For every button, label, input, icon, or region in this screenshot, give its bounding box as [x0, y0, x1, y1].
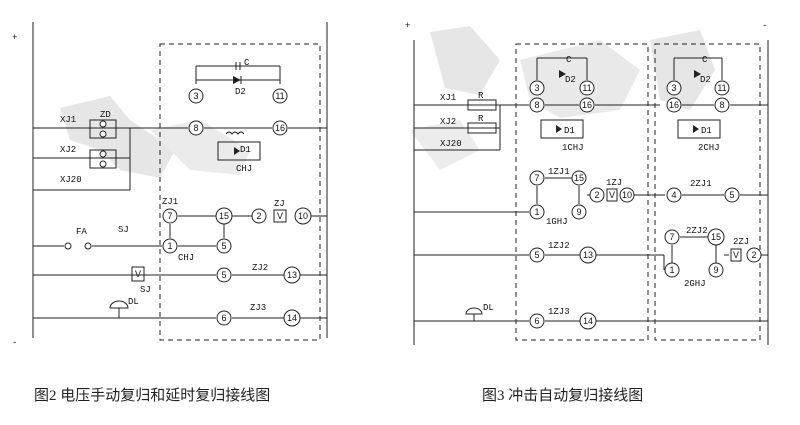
fig3-t11b: 11	[717, 83, 726, 93]
figure-2-diagram: + - C D2 3 11 XJ1 ZD 8 16 D1 CHJ XJ2	[12, 22, 328, 348]
fig2-t14: 14	[287, 313, 297, 323]
fig3-label-v1: V	[609, 190, 615, 200]
fig3-label-2zj: 2ZJ	[733, 237, 749, 247]
fig3-t2a: 2	[594, 190, 599, 200]
fig3-t11a: 11	[582, 83, 591, 93]
fig2-t13: 13	[287, 270, 297, 280]
fig2-t3: 3	[193, 91, 198, 101]
fig3-t9a: 9	[576, 207, 581, 217]
fig3-label-2zj1: 2ZJ1	[690, 179, 712, 189]
fig3-label-2chj: 2CHJ	[698, 143, 720, 153]
fig3-t16a: 16	[582, 100, 592, 110]
fig3-label-2ghj: 2GHJ	[684, 279, 706, 289]
fig3-label-r1: R	[478, 91, 484, 101]
figure-2-caption: 图2 电压手动复归和延时复归接线图	[34, 388, 271, 404]
fig3-label-1chj: 1CHJ	[562, 143, 584, 153]
fig3-label-1zj3: 1ZJ3	[548, 307, 570, 317]
fig3-t10a: 10	[622, 190, 632, 200]
fig3-t6: 6	[534, 316, 539, 326]
fig3-t1a: 1	[534, 207, 539, 217]
fig2-label-fa: FA	[76, 227, 87, 237]
fig2-label-v2: V	[135, 269, 141, 279]
fig3-label-d2-2: D2	[700, 75, 711, 85]
fig2-label-sj-1: SJ	[118, 225, 129, 235]
fig2-label-xj1: XJ1	[60, 115, 76, 125]
fig3-label-c2: C	[702, 55, 708, 65]
fig3-label-xj20: XJ20	[440, 139, 462, 149]
fig3-label-1ghj: 1GHJ	[546, 217, 568, 227]
fig2-t5a: 5	[221, 241, 226, 251]
fig2-label-c: C	[244, 58, 250, 68]
fig3-t14: 14	[583, 316, 593, 326]
fig2-t11: 11	[275, 91, 284, 101]
fig3-label-2zj2: 2ZJ2	[686, 226, 708, 236]
fig2-label-zj2: ZJ2	[252, 263, 268, 273]
fig3-t13: 13	[583, 250, 593, 260]
fig2-t16: 16	[275, 123, 285, 133]
fig2-label-xj2: XJ2	[60, 145, 76, 155]
fig2-label-d1: D1	[240, 145, 251, 155]
fig2-label-zj3: ZJ3	[250, 303, 266, 313]
figure-3-caption: 图3 冲击自动复归接线图	[482, 388, 644, 404]
fig2-minus-label: -	[12, 338, 17, 348]
fig2-label-zj: ZJ	[274, 199, 285, 209]
fig2-t5b: 5	[221, 270, 226, 280]
fig3-label-1zj: 1ZJ	[606, 178, 622, 188]
fig2-label-chj-2: CHJ	[178, 253, 194, 263]
fig2-label-xj20: XJ20	[60, 175, 82, 185]
fig2-plus-label: +	[12, 33, 17, 43]
fig2-label-chj-1: CHJ	[236, 164, 252, 174]
fig2-t2: 2	[256, 211, 261, 221]
fig2-label-d2: D2	[235, 87, 246, 97]
fig3-label-xj1: XJ1	[440, 93, 456, 103]
fig3-t15b: 15	[711, 232, 721, 242]
fig3-t9b: 9	[713, 265, 718, 275]
fig3-label-1zj2: 1ZJ2	[548, 241, 570, 251]
fig3-t8a: 8	[534, 100, 539, 110]
fig2-t8: 8	[193, 123, 198, 133]
fig3-t1b: 1	[669, 265, 674, 275]
fig3-label-d1-1: D1	[564, 126, 575, 136]
fig3-label-c1: C	[566, 55, 572, 65]
fig3-label-r2: R	[478, 114, 484, 124]
fig3-t3b: 3	[671, 83, 676, 93]
fig3-t16b: 16	[669, 100, 679, 110]
fig3-t10b: 2	[751, 250, 756, 260]
fig2-t1: 1	[167, 241, 172, 251]
fig3-label-v2: V	[733, 250, 739, 260]
fig3-t7a: 7	[534, 173, 539, 183]
fig3-t8b: 8	[719, 100, 724, 110]
fig2-label-dl: DL	[128, 297, 139, 307]
fig2-t7: 7	[167, 211, 172, 221]
fig3-label-xj2: XJ2	[440, 117, 456, 127]
fig3-plus-label: +	[405, 21, 410, 31]
fig2-label-sj-2: SJ	[140, 285, 151, 295]
fig3-t15a: 15	[574, 173, 584, 183]
figure-3-diagram: + - C D2 3 11 XJ1 R 8 16 D1 1CHJ XJ2 R X…	[405, 21, 769, 345]
fig3-t3a: 3	[534, 83, 539, 93]
fig2-label-zj1: ZJ1	[162, 197, 178, 207]
fig2-t15: 15	[219, 211, 229, 221]
fig3-label-1zj1: 1ZJ1	[548, 167, 570, 177]
fig3-t4: 4	[671, 190, 676, 200]
fig3-label-dl: DL	[483, 303, 494, 313]
fig3-label-d1-2: D1	[701, 126, 712, 136]
fig3-label-d2-1: D2	[565, 75, 576, 85]
fig2-label-v1: V	[277, 211, 283, 221]
fig3-t5b: 5	[534, 250, 539, 260]
fig2-label-zd: ZD	[100, 110, 111, 120]
fig3-minus-label: -	[762, 21, 767, 31]
fig3-t7b: 7	[669, 232, 674, 242]
fig2-t10: 10	[298, 211, 308, 221]
fig3-t5a: 5	[729, 190, 734, 200]
fig2-t6: 6	[221, 313, 226, 323]
